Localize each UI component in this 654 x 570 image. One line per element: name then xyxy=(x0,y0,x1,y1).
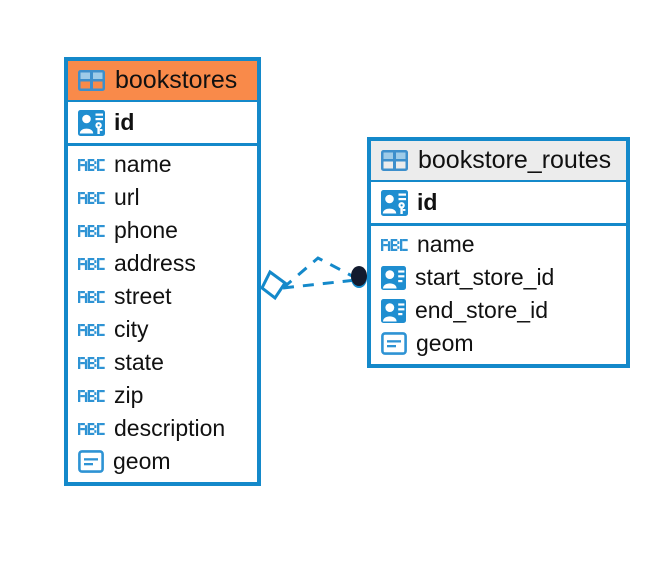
field-name-bookstores-street: street xyxy=(114,283,172,310)
abc-text-icon xyxy=(78,191,105,204)
field-name-bookstores-description: description xyxy=(114,415,226,442)
field-name-bookstores-id: id xyxy=(114,109,135,136)
entity-title-bookstores: bookstores xyxy=(115,66,238,94)
field-row-bookstores-phone[interactable]: phone xyxy=(68,214,257,247)
abc-text-icon xyxy=(78,290,105,303)
field-row-bookstores-zip[interactable]: zip xyxy=(68,379,257,412)
field-name-bookstore-routes-name: name xyxy=(417,231,475,258)
foreign-key-icon xyxy=(381,298,406,323)
field-row-bookstores-city[interactable]: city xyxy=(68,313,257,346)
field-row-bookstores-street[interactable]: street xyxy=(68,280,257,313)
entity-table-bookstore-routes[interactable]: bookstore_routes id xyxy=(367,137,630,369)
primary-key-separator xyxy=(68,143,257,147)
field-name-bookstore-routes-geom: geom xyxy=(416,330,474,357)
field-row-bookstore-routes-id[interactable]: id xyxy=(371,182,626,223)
entity-header-bookstores[interactable]: bookstores xyxy=(68,61,257,101)
abc-text-icon xyxy=(78,158,105,171)
relationship-line-lower xyxy=(282,278,357,290)
relationship-target-circle-icon xyxy=(351,266,367,286)
abc-text-icon xyxy=(78,257,105,270)
abc-text-icon xyxy=(78,389,105,402)
field-row-bookstores-address[interactable]: address xyxy=(68,247,257,280)
field-name-bookstores-city: city xyxy=(114,316,149,343)
entity-header-rule xyxy=(371,180,626,183)
primary-key-separator xyxy=(371,223,626,227)
abc-text-icon xyxy=(78,323,105,336)
field-list-bookstores: name url xyxy=(68,146,257,482)
table-icon xyxy=(381,149,408,171)
relationship-line-upper xyxy=(282,256,357,290)
field-name-bookstores-url: url xyxy=(114,184,140,211)
field-name-bookstores-phone: phone xyxy=(114,217,178,244)
abc-text-icon xyxy=(78,422,105,435)
field-row-bookstores-name[interactable]: name xyxy=(68,148,257,181)
field-name-bookstores-state: state xyxy=(114,349,164,376)
field-row-bookstore-routes-geom[interactable]: geom xyxy=(371,327,626,360)
relationship-target-ring xyxy=(351,268,367,288)
foreign-key-icon xyxy=(381,265,406,290)
abc-text-icon xyxy=(78,224,105,237)
abc-text-icon xyxy=(78,356,105,369)
field-name-bookstores-zip: zip xyxy=(114,382,144,409)
primary-key-icon xyxy=(78,109,105,136)
geometry-icon xyxy=(381,332,407,356)
relationship-source-diamond-icon xyxy=(260,269,288,301)
primary-key-icon xyxy=(381,189,408,216)
field-name-bookstores-geom: geom xyxy=(113,448,171,475)
field-row-bookstores-description[interactable]: description xyxy=(68,412,257,445)
field-list-bookstore-routes: name start_store_id xyxy=(371,226,626,364)
field-name-bookstore-routes-start-store-id: start_store_id xyxy=(415,264,555,291)
entity-header-rule xyxy=(68,100,257,103)
abc-text-icon xyxy=(381,238,408,251)
field-name-bookstores-address: address xyxy=(114,250,196,277)
field-row-bookstores-url[interactable]: url xyxy=(68,181,257,214)
field-row-bookstore-routes-start-store-id[interactable]: start_store_id xyxy=(371,261,626,294)
field-row-bookstore-routes-name[interactable]: name xyxy=(371,228,626,261)
field-row-bookstore-routes-end-store-id[interactable]: end_store_id xyxy=(371,294,626,327)
field-row-bookstores-id[interactable]: id xyxy=(68,102,257,143)
entity-title-bookstore-routes: bookstore_routes xyxy=(418,146,612,174)
entity-header-bookstore-routes[interactable]: bookstore_routes xyxy=(371,141,626,181)
geometry-icon xyxy=(78,450,104,474)
entity-table-bookstores[interactable]: bookstores id xyxy=(64,57,261,487)
table-icon xyxy=(78,69,105,91)
field-row-bookstores-geom[interactable]: geom xyxy=(68,445,257,478)
field-name-bookstore-routes-end-store-id: end_store_id xyxy=(415,297,548,324)
field-name-bookstores-name: name xyxy=(114,151,172,178)
field-row-bookstores-state[interactable]: state xyxy=(68,346,257,379)
field-name-bookstore-routes-id: id xyxy=(417,189,438,216)
